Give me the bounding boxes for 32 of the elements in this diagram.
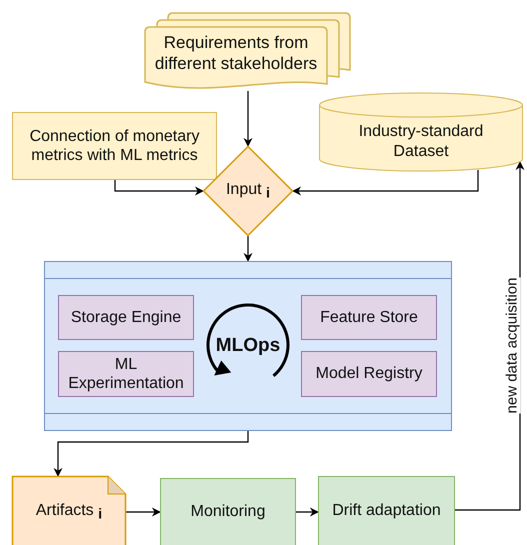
node-label: ML Experimentation [67, 354, 185, 394]
node-label: Storage Engine [70, 308, 182, 328]
node-label: Requirements from different stakeholders [154, 33, 318, 74]
process-box [160, 478, 296, 545]
component-box [301, 295, 437, 340]
document-stack [145, 13, 350, 91]
process-box [318, 476, 455, 545]
node-label: Input $_{i}$ [226, 180, 270, 202]
arrow [292, 170, 479, 196]
panel-title: MLOps [216, 334, 280, 358]
node-label: Monitoring [190, 502, 266, 522]
node-label: Connection of monetary metrics with ML metrics [28, 126, 200, 166]
component-box [301, 351, 437, 397]
arrow [126, 508, 161, 516]
node-label: Industry-standard Dataset [358, 122, 484, 161]
note-shape [12, 476, 126, 545]
arrow [296, 508, 319, 516]
node-label: Artifacts $_{i}$ [36, 500, 102, 524]
edge-label: new data acquisition [503, 277, 520, 413]
arrow [244, 91, 252, 147]
container-panel [44, 261, 452, 431]
component-box [58, 295, 194, 340]
node-label: Drift adaptation [332, 501, 441, 521]
node-label: Model Registry [316, 364, 422, 384]
arrow [54, 431, 249, 477]
node-label: Feature Store [320, 308, 418, 328]
arrow [244, 236, 252, 262]
component-box [58, 351, 194, 397]
arrow [114, 180, 204, 196]
decision-diamond [203, 146, 293, 236]
database-cylinder [319, 93, 523, 172]
process-box [12, 112, 217, 180]
